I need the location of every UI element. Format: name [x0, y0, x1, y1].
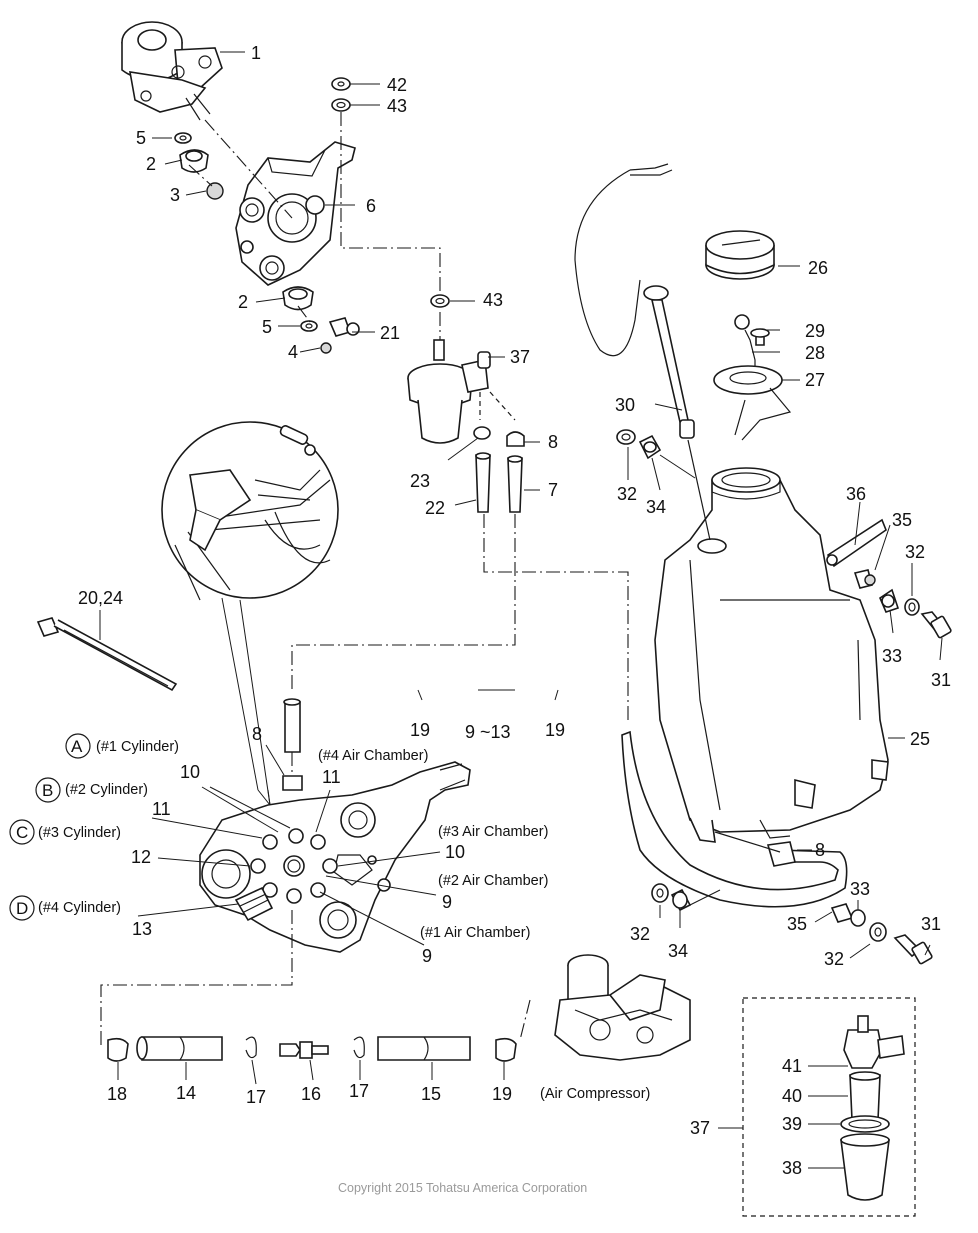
label-29: 29: [805, 321, 825, 341]
label-18: 18: [107, 1084, 127, 1104]
label-14: 14: [176, 1083, 196, 1103]
label-19: 19: [492, 1084, 512, 1104]
label-9: 9: [442, 892, 452, 912]
label-11: 11: [322, 767, 341, 787]
connection-lines-upper: [188, 112, 441, 340]
label-8: 8: [815, 840, 825, 860]
label-27: 27: [805, 370, 825, 390]
label-33: 33: [850, 879, 870, 899]
detail-inset: [161, 421, 339, 807]
label-31: 31: [921, 914, 941, 934]
label-33: 33: [882, 646, 902, 666]
label-25: 25: [910, 729, 930, 749]
label-6: 6: [366, 196, 376, 216]
cylinder-letter-a: A: [71, 737, 83, 756]
air-chamber-4-label: (#4 Air Chamber): [318, 748, 428, 764]
label-5: 5: [262, 317, 272, 337]
manifold-fittings: [100, 698, 338, 1048]
label-8: 8: [548, 432, 558, 452]
copyright-notice: Copyright 2015 Tohatsu America Corporati…: [338, 1181, 587, 1195]
label-13: 13: [132, 919, 152, 939]
label-32: 32: [617, 484, 637, 504]
oil-pump-assembly: [121, 21, 223, 121]
cylinder-caption-a: (#1 Cylinder): [96, 739, 179, 755]
label-31: 31: [931, 670, 951, 690]
cylinder-letter-d: D: [16, 899, 28, 918]
label-1: 1: [251, 43, 261, 63]
hoses-22-7: [291, 391, 629, 720]
label-38: 38: [782, 1158, 802, 1178]
label-41: 41: [782, 1056, 802, 1076]
tank-fasteners-upper: [616, 429, 952, 639]
label-21: 21: [380, 323, 400, 343]
label-9-13: 9 ~13: [465, 722, 511, 742]
label-43: 43: [387, 96, 407, 116]
filter-exploded-box: [742, 997, 916, 1217]
air-chamber-3-label: (#3 Air Chamber): [438, 824, 548, 840]
label-17: 17: [349, 1081, 369, 1101]
label-7: 7: [548, 480, 558, 500]
label-30: 30: [615, 395, 635, 415]
label-12: 12: [131, 847, 151, 867]
hose-assembly-bottom: [107, 1036, 517, 1062]
label-23: 23: [410, 471, 430, 491]
label-11: 11: [152, 799, 171, 819]
label-10: 10: [180, 762, 200, 782]
return-hose: [621, 730, 933, 965]
label-32: 32: [905, 542, 925, 562]
air-compressor: [519, 954, 691, 1061]
label-9: 9: [422, 946, 432, 966]
fuel-filter: [407, 294, 491, 444]
label-32: 32: [824, 949, 844, 969]
label-32: 32: [630, 924, 650, 944]
label-42: 42: [387, 75, 407, 95]
air-chamber-labels: (#4 Air Chamber) (#3 Air Chamber) (#2 Ai…: [318, 748, 650, 1102]
label-39: 39: [782, 1114, 802, 1134]
label-3: 3: [170, 185, 180, 205]
label-10: 10: [445, 842, 465, 862]
label-37: 37: [510, 347, 530, 367]
label-19: 19: [545, 720, 565, 740]
label-37: 37: [690, 1118, 710, 1138]
label-2: 2: [238, 292, 248, 312]
manifold-plate: [199, 761, 471, 953]
label-40: 40: [782, 1086, 802, 1106]
label-19: 19: [410, 720, 430, 740]
label-22: 22: [425, 498, 445, 518]
label-34: 34: [668, 941, 688, 961]
part-numbers: 1 42 43 5 2 3 6 2 43 5 21 4 37 8 23 7 22…: [78, 43, 951, 1178]
label-36: 36: [846, 484, 866, 504]
label-35: 35: [892, 510, 912, 530]
cylinder-letter-b: B: [42, 781, 53, 800]
label-4: 4: [288, 342, 298, 362]
label-5: 5: [136, 128, 146, 148]
cylinder-caption-c: (#3 Cylinder): [38, 825, 121, 841]
leader-lines: [99, 51, 943, 1169]
label-34: 34: [646, 497, 666, 517]
level-sensor: [574, 163, 711, 541]
label-2: 2: [146, 154, 156, 174]
label-8: 8: [252, 724, 262, 744]
air-chamber-2-label: (#2 Air Chamber): [438, 873, 548, 889]
oil-tank: [654, 467, 889, 843]
label-35: 35: [787, 914, 807, 934]
cylinder-letter-c: C: [16, 823, 28, 842]
label-15: 15: [421, 1084, 441, 1104]
cylinder-legend: A (#1 Cylinder) B (#2 Cylinder) C (#3 Cy…: [9, 733, 179, 921]
label-17: 17: [246, 1087, 266, 1107]
small-parts-upper: [174, 77, 360, 354]
label-20-24: 20,24: [78, 588, 123, 608]
filler-cap: [705, 230, 792, 441]
air-compressor-label: (Air Compressor): [540, 1086, 650, 1102]
label-43: 43: [483, 290, 503, 310]
label-16: 16: [301, 1084, 321, 1104]
label-28: 28: [805, 343, 825, 363]
cylinder-caption-d: (#4 Cylinder): [38, 900, 121, 916]
air-chamber-1-label: (#1 Air Chamber): [420, 925, 530, 941]
cylinder-caption-b: (#2 Cylinder): [65, 782, 148, 798]
bracket: [235, 141, 356, 286]
cable-tie: [36, 617, 178, 692]
label-26: 26: [808, 258, 828, 278]
